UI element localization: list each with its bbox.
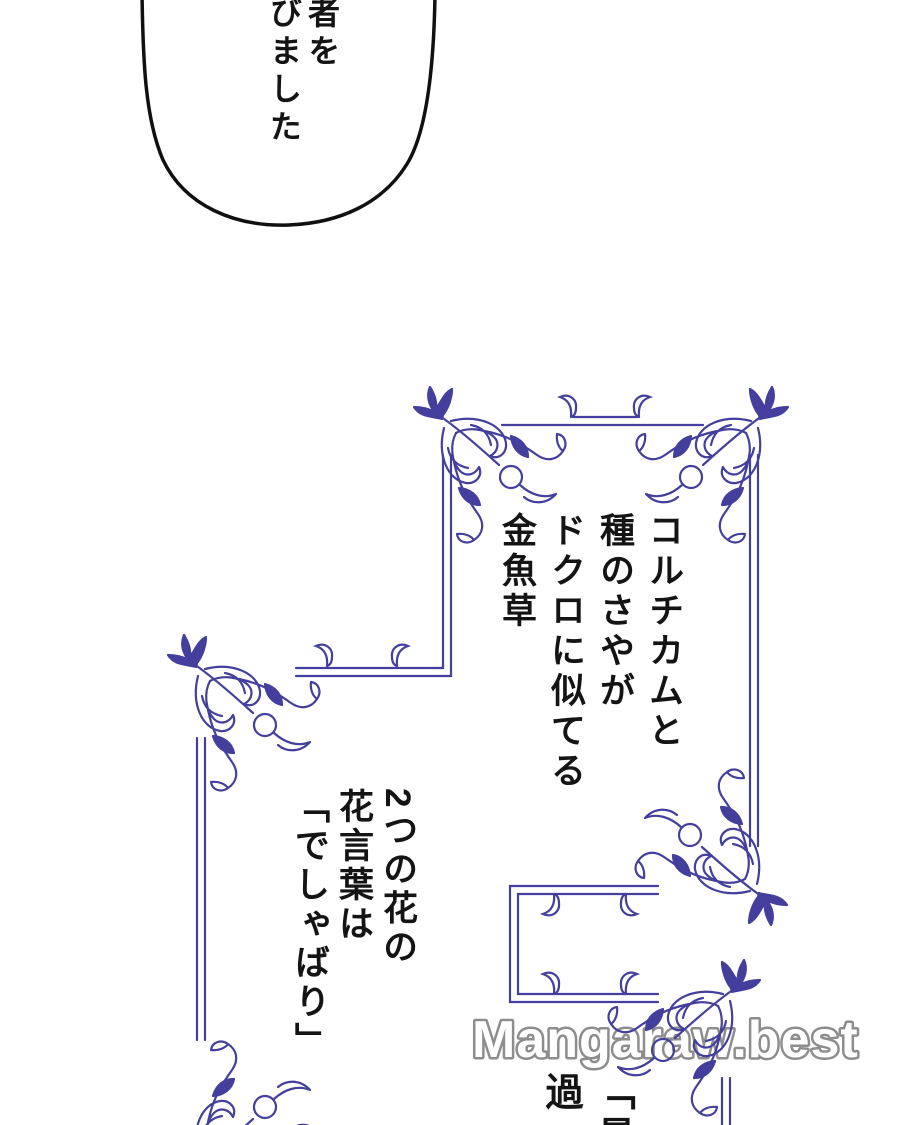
speech-bubble-text: 者を びました bbox=[266, 0, 340, 148]
frame-corner-ornaments bbox=[166, 385, 790, 1125]
ornamental-frame bbox=[195, 415, 760, 1125]
speech-bubble bbox=[140, 0, 437, 227]
bottom-dialogue-text: 「最 過 bbox=[539, 1072, 633, 1125]
flower-meaning-caption-text: 2つの花の 花言葉は 「でしゃばり」 bbox=[290, 788, 417, 1061]
flower-caption-text: コルチカムと 種のさやが ドクロに似てる 金魚草 bbox=[497, 512, 683, 792]
